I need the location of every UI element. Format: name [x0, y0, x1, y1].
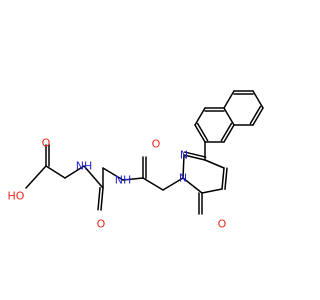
bond-line	[142, 177, 164, 191]
bond-line	[122, 177, 144, 181]
atom-o-acid: O	[42, 137, 51, 150]
bond-line	[196, 122, 209, 142]
bond-line	[194, 124, 206, 143]
bond-line	[224, 167, 228, 191]
bond-line	[204, 159, 225, 169]
bond-line	[252, 107, 264, 126]
bond-line	[102, 167, 124, 181]
bond-line	[182, 177, 203, 194]
bond-line	[223, 124, 235, 143]
atom-o-amide2: O	[97, 218, 106, 231]
bond-line	[45, 165, 66, 179]
bond-line	[223, 90, 235, 109]
bond-line	[162, 177, 184, 191]
bond-line	[64, 165, 85, 179]
bond-line	[183, 154, 206, 161]
atom-label-layer: N N O O NH O NH O HO	[8, 137, 227, 231]
bond-line	[221, 167, 225, 190]
atom-nh-amide2: NH	[76, 160, 93, 173]
atom-n-ring: N	[179, 172, 187, 185]
bond-line	[223, 107, 235, 126]
bond-line	[100, 187, 104, 211]
atom-ho-acid: HO	[8, 190, 25, 203]
bond-line	[220, 122, 233, 142]
atom-nh-amide1: NH	[115, 174, 132, 187]
bond-line	[182, 154, 185, 179]
bond-line	[252, 90, 264, 109]
bond-line	[97, 186, 101, 211]
atom-o-amide1: O	[152, 138, 161, 151]
atom-n2-ring: N	[180, 149, 188, 162]
bond-line	[249, 105, 262, 125]
bond-line	[183, 151, 207, 158]
bond-line	[201, 188, 223, 194]
bond-line	[25, 165, 47, 189]
bond-line	[194, 107, 206, 126]
chemical-structure: N N O O NH O NH O HO	[8, 90, 264, 231]
bond-layer	[25, 90, 264, 215]
atom-o-ketone: O	[218, 218, 227, 231]
bond-line	[83, 165, 104, 189]
